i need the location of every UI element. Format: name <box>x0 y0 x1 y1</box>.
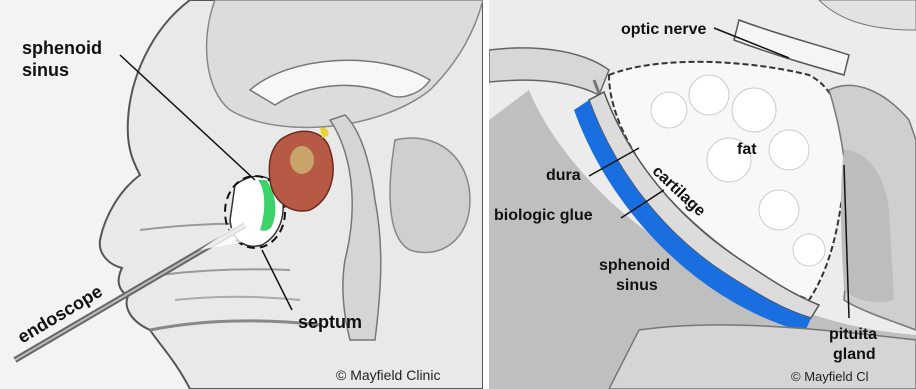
head-sagittal-illustration <box>0 0 483 389</box>
left-illustration-panel: sphenoid sinus septum endoscope © Mayfie… <box>0 0 483 389</box>
septum-label: septum <box>298 312 362 332</box>
sphenoid-sinus-label-line1: sphenoid <box>599 256 670 276</box>
dura-label: dura <box>546 166 581 186</box>
optic-nerve-label: optic nerve <box>621 20 706 40</box>
pituitary-label-line2: gland <box>833 345 876 365</box>
fat-label: fat <box>737 140 757 160</box>
sphenoid-sinus-label-line2: sinus <box>22 60 69 80</box>
mayfield-credit-left: © Mayfield Clinic <box>336 367 440 383</box>
right-illustration-panel: optic nerve fat dura cartilage biologic … <box>489 0 916 389</box>
biologic-glue-label: biologic glue <box>494 206 593 226</box>
sphenoid-sinus-label-line1: sphenoid <box>22 38 102 58</box>
mayfield-credit-right: © Mayfield Cl <box>791 369 869 384</box>
sphenoid-sinus-label-line2: sinus <box>616 276 658 296</box>
pituitary-label-line1: pituita <box>829 325 877 345</box>
